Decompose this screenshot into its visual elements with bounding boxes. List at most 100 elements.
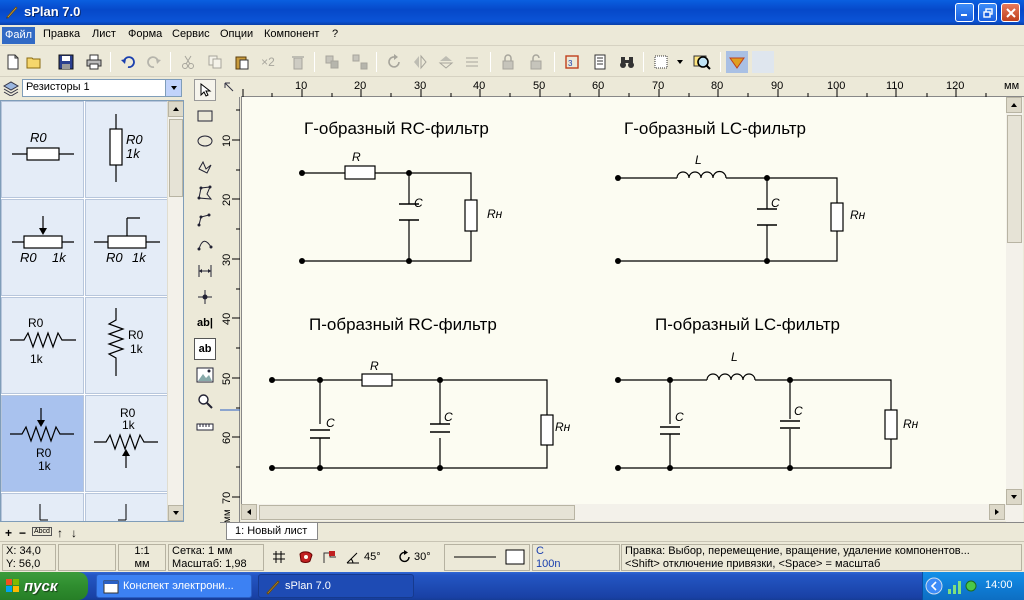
sheet-tab[interactable]: 1: Новый лист — [226, 523, 319, 540]
scroll-down-button[interactable] — [168, 505, 183, 521]
menu-service[interactable]: Сервис — [172, 28, 210, 40]
library-select-arrow[interactable] — [165, 80, 181, 96]
component-label-c[interactable]: C — [675, 410, 684, 424]
filter-rc-pi[interactable] — [272, 373, 554, 469]
measure-tool[interactable] — [194, 416, 216, 438]
junction-tool[interactable] — [194, 286, 216, 308]
component-label-rn[interactable]: Rн — [850, 208, 866, 222]
component-label-l[interactable]: L — [695, 153, 702, 167]
delete-button[interactable] — [288, 52, 308, 72]
rotate-angle-icon[interactable] — [398, 550, 412, 564]
filter-rc-l[interactable] — [302, 165, 478, 262]
search-button[interactable] — [617, 52, 637, 72]
library-item-partial[interactable] — [1, 493, 84, 521]
component-label-rn[interactable]: Rн — [555, 420, 571, 434]
start-button[interactable]: пуск — [0, 572, 88, 600]
unlock-button[interactable] — [526, 52, 546, 72]
scroll-up-button[interactable] — [168, 101, 183, 117]
bezier-tool[interactable] — [194, 234, 216, 256]
menu-sheet[interactable]: Лист — [92, 28, 116, 40]
polyline-tool[interactable] — [194, 208, 216, 230]
menu-options[interactable]: Опции — [220, 28, 254, 40]
canvas-horizontal-scrollbar[interactable] — [241, 504, 1006, 521]
schematic-title-rc-pi[interactable]: П-образный RC-фильтр — [309, 315, 497, 334]
zoom-button[interactable] — [692, 52, 712, 72]
undo-button[interactable] — [118, 52, 138, 72]
filter-lc-pi[interactable] — [618, 373, 898, 469]
snap-angle-1[interactable]: 45° — [364, 551, 381, 563]
new-file-button[interactable] — [3, 52, 23, 72]
empty-toolbar-slot[interactable] — [752, 51, 774, 73]
menu-help[interactable]: ? — [332, 28, 339, 40]
filter-lc-l[interactable] — [618, 170, 844, 262]
zoom-tool[interactable] — [194, 390, 216, 412]
cut-button[interactable] — [178, 52, 198, 72]
duplicate-button[interactable]: ×2 — [258, 52, 278, 72]
grid-dropdown-button[interactable] — [674, 52, 686, 72]
scroll-thumb[interactable] — [169, 119, 183, 197]
scroll-thumb[interactable] — [259, 505, 575, 520]
library-item-resistor-vertical[interactable]: R0 1k — [85, 101, 168, 198]
library-item-resistor-horizontal[interactable]: R0 — [1, 101, 84, 198]
text-box-tool[interactable]: ab — [194, 338, 216, 360]
schematic-title-rc-l[interactable]: Г-образный RC-фильтр — [304, 119, 489, 138]
renumber-button[interactable]: 3 — [562, 52, 582, 72]
menu-form[interactable]: Форма — [128, 28, 163, 40]
menu-edit[interactable]: Правка — [43, 28, 81, 40]
rectangle-tool[interactable] — [194, 105, 216, 127]
library-item-trimmer[interactable]: R0 1k — [85, 199, 168, 296]
select-tool[interactable] — [194, 79, 216, 101]
schematic-title-lc-pi[interactable]: П-образный LC-фильтр — [655, 315, 840, 334]
component-label-rn[interactable]: Rн — [903, 417, 919, 431]
magnet-icon[interactable] — [322, 549, 338, 565]
rotate-button[interactable] — [384, 52, 404, 72]
dimension-tool[interactable] — [194, 260, 216, 282]
parts-list-button[interactable] — [590, 52, 610, 72]
library-item-potentiometer-zigzag-2[interactable]: R0 1k — [85, 395, 168, 492]
ellipse-tool[interactable] — [194, 130, 216, 152]
schematic-drawing[interactable] — [242, 97, 1006, 504]
grid-toggle-icon[interactable] — [272, 550, 286, 564]
save-button[interactable] — [56, 52, 76, 72]
component-label-c[interactable]: C — [414, 196, 423, 210]
component-label-c[interactable]: C — [771, 196, 780, 210]
schematic-title-lc-l[interactable]: Г-образный LC-фильтр — [624, 119, 806, 138]
snap-angle-2[interactable]: 30° — [414, 551, 431, 563]
scroll-right-button[interactable] — [989, 504, 1005, 520]
line-style-panel[interactable] — [444, 544, 530, 571]
add-library-button[interactable]: + — [5, 526, 13, 540]
canvas-vertical-scrollbar[interactable] — [1006, 97, 1023, 522]
component-label-c[interactable]: C — [444, 410, 453, 424]
grid-button[interactable] — [651, 52, 671, 72]
library-scrollbar[interactable] — [167, 101, 183, 521]
polygon-tool[interactable] — [194, 182, 216, 204]
scroll-down-button[interactable] — [1006, 489, 1022, 505]
menu-file[interactable]: Файл — [2, 27, 36, 44]
scroll-up-button[interactable] — [1006, 97, 1022, 113]
ungroup-button[interactable] — [350, 52, 370, 72]
library-select[interactable]: Резисторы 1 — [22, 79, 182, 97]
move-up-button[interactable]: ↑ — [57, 526, 63, 540]
print-button[interactable] — [84, 52, 104, 72]
minimize-button[interactable] — [955, 3, 974, 22]
restore-button[interactable] — [978, 3, 997, 22]
paste-button[interactable] — [232, 52, 252, 72]
text-tool[interactable]: ab| — [194, 312, 216, 334]
taskbar-item-splan[interactable]: sPlan 7.0 — [258, 574, 414, 598]
move-down-button[interactable]: ↓ — [71, 526, 77, 540]
freehand-tool[interactable] — [194, 156, 216, 178]
library-item-partial[interactable] — [85, 493, 168, 521]
rename-library-button[interactable]: Abcd — [32, 527, 52, 536]
mirror-horizontal-button[interactable] — [410, 52, 430, 72]
library-item-potentiometer-zigzag[interactable]: R0 1k — [1, 395, 84, 492]
close-button[interactable] — [1001, 3, 1020, 22]
copy-button[interactable] — [205, 52, 225, 72]
component-label-r[interactable]: R — [352, 150, 361, 164]
component-label-r[interactable]: R — [370, 359, 379, 373]
remove-library-button[interactable]: − — [19, 526, 27, 540]
lock-button[interactable] — [498, 52, 518, 72]
image-tool[interactable] — [194, 364, 216, 386]
component-label-c[interactable]: C — [326, 416, 335, 430]
library-item-resistor-zigzag-vertical[interactable]: R0 1k — [85, 297, 168, 394]
tray-expand-icon[interactable] — [925, 577, 943, 595]
